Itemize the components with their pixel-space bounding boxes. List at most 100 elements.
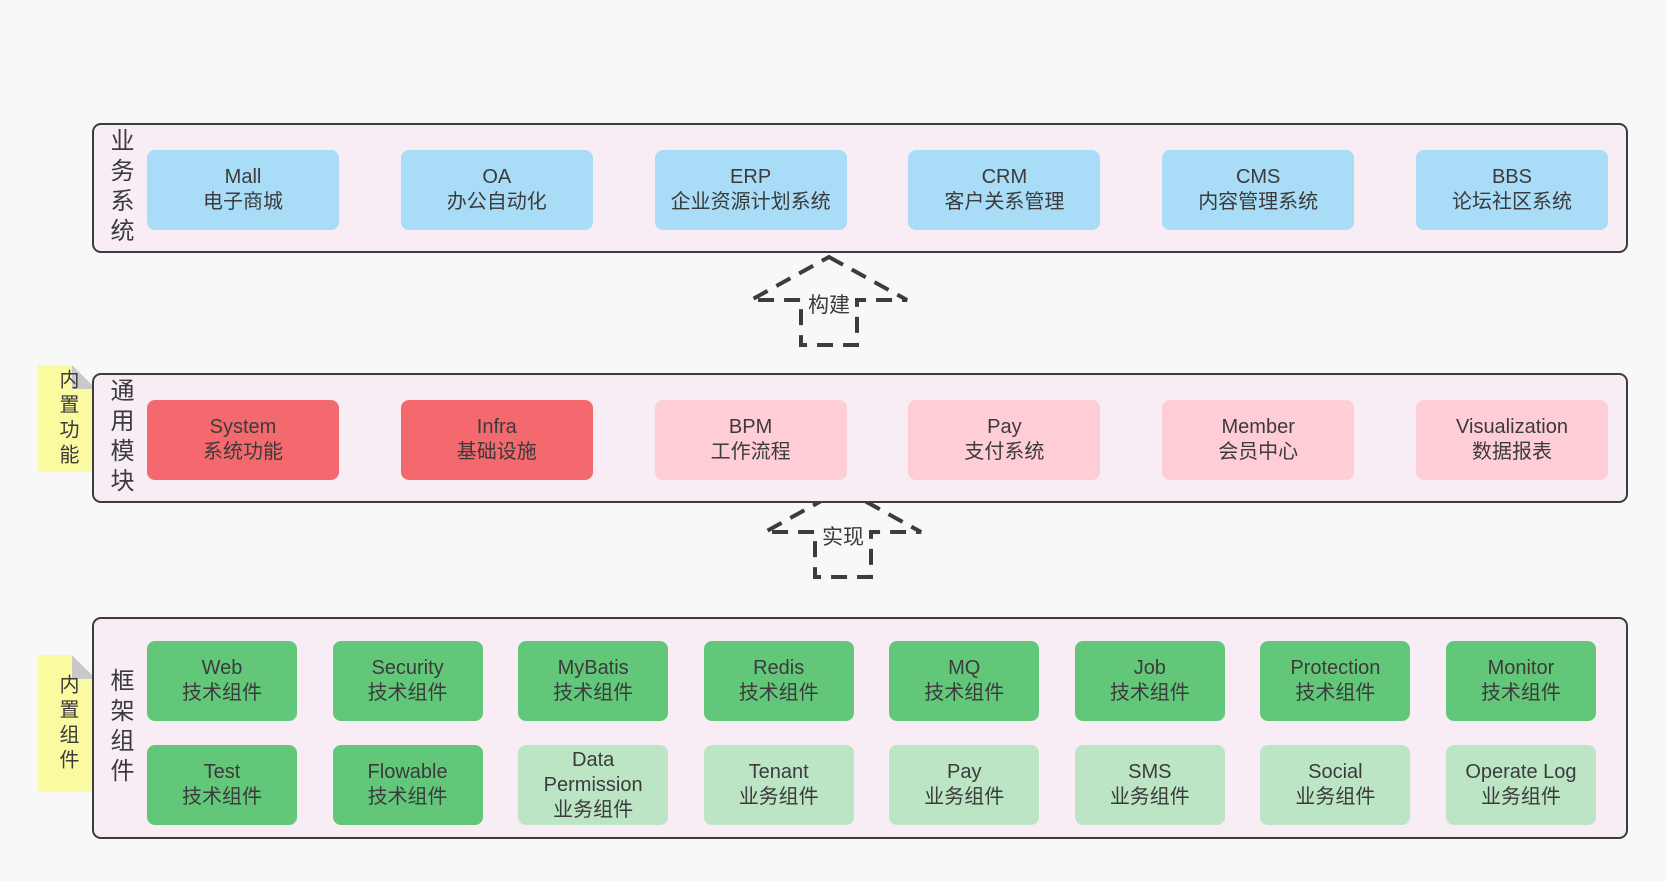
box-title: CMS: [1235, 166, 1281, 188]
box-subtitle: 业务组件: [1295, 786, 1376, 808]
panel-label-business-systems: 业务系统: [106, 128, 133, 248]
diagram-box-member: Member 会员中心: [1162, 400, 1355, 480]
diagram-box-bbs: BBS 论坛社区系统: [1415, 150, 1608, 230]
box-subtitle: 业务组件: [553, 798, 634, 821]
box-subtitle: 技术组件: [182, 682, 262, 704]
box-subtitle: 业务组件: [924, 786, 1005, 808]
box-title: Visualization: [1456, 416, 1568, 438]
sticky-note-built-in-features: 内置功能: [38, 365, 96, 472]
box-subtitle: 企业资源计划系统: [670, 191, 831, 213]
box-title: Social: [1308, 761, 1363, 783]
box-title: SMS: [1128, 761, 1172, 783]
box-subtitle: 技术组件: [738, 682, 819, 704]
business-systems-row: Mall 电子商城 OA 办公自动化 ERP 企业资源计划系统 CRM 客户关系管理 CMS 内容…: [147, 150, 1608, 230]
box-subtitle: 基础设施: [456, 441, 537, 463]
diagram-box-tenant: Tenant 业务组件: [703, 745, 854, 825]
box-subtitle: 技术组件: [367, 682, 448, 704]
sticky-note-built-in-components: 内置组件: [38, 655, 96, 792]
box-title: Pay: [947, 761, 982, 783]
diagram-box-infra: Infra 基础设施: [400, 400, 593, 480]
diagram-box-crm: CRM 客户关系管理: [908, 150, 1101, 230]
diagram-box-erp: ERP 企业资源计划系统: [654, 150, 847, 230]
box-title: BBS: [1491, 166, 1532, 188]
box-subtitle: 技术组件: [367, 786, 448, 808]
diagram-box-pay: Pay 支付系统: [908, 400, 1101, 480]
box-subtitle: 技术组件: [924, 682, 1005, 704]
diagram-box-test: Test 技术组件: [147, 745, 297, 825]
box-title: Member: [1221, 416, 1295, 438]
diagram-box-security: Security 技术组件: [332, 641, 483, 721]
diagram-box-redis: Redis 技术组件: [703, 641, 854, 721]
box-title: CRM: [981, 166, 1028, 188]
implement-arrow-label: 实现: [822, 526, 864, 549]
diagram-box-oa: OA 办公自动化: [400, 150, 593, 230]
box-subtitle: 业务组件: [1109, 786, 1190, 808]
box-subtitle: 技术组件: [1295, 682, 1376, 704]
diagram-box-operate-log: Operate Log 业务组件: [1445, 745, 1596, 825]
box-subtitle: 内容管理系统: [1198, 191, 1319, 213]
box-title: Tenant: [748, 761, 809, 783]
box-subtitle: 支付系统: [964, 441, 1045, 463]
build-arrow-icon: 构建: [747, 254, 911, 348]
diagram-box-pay: Pay 业务组件: [889, 745, 1040, 825]
sticky-note-label: 内置组件: [56, 673, 78, 774]
box-title: Redis: [753, 657, 805, 679]
business-systems-panel: 业务系统 Mall 电子商城 OA 办公自动化 ERP 企业资源计划系统 CRM 客户关系管理…: [92, 123, 1628, 253]
diagram-box-sms: SMS 业务组件: [1074, 745, 1225, 825]
box-title: Protection: [1290, 657, 1381, 679]
box-title: Infra: [476, 416, 517, 438]
box-subtitle: 业务组件: [738, 786, 819, 808]
box-subtitle: 技术组件: [1480, 682, 1561, 704]
diagram-box-mq: MQ 技术组件: [889, 641, 1040, 721]
box-title: Pay: [987, 416, 1022, 438]
diagram-box-cms: CMS 内容管理系统: [1162, 150, 1355, 230]
box-subtitle: 会员中心: [1218, 441, 1299, 463]
box-title: Data Permission: [543, 748, 643, 796]
box-subtitle: 数据报表: [1471, 441, 1552, 463]
diagram-box-visualization: Visualization 数据报表: [1415, 400, 1608, 480]
diagram-box-bpm: BPM 工作流程: [654, 400, 847, 480]
sticky-note-label: 内置功能: [56, 368, 78, 469]
diagram-box-job: Job 技术组件: [1074, 641, 1225, 721]
box-subtitle: 技术组件: [182, 786, 262, 808]
box-title: Mall: [224, 166, 262, 188]
box-title: Operate Log: [1465, 761, 1577, 783]
diagram-box-mybatis: MyBatis 技术组件: [518, 641, 669, 721]
box-title: MQ: [948, 657, 981, 679]
box-title: System: [209, 416, 277, 438]
box-title: Security: [371, 657, 444, 679]
diagram-box-monitor: Monitor 技术组件: [1445, 641, 1596, 721]
box-title: Web: [201, 657, 243, 679]
box-title: ERP: [730, 166, 772, 188]
diagram-box-mall: Mall 电子商城: [147, 150, 339, 230]
box-subtitle: 客户关系管理: [944, 191, 1065, 213]
box-subtitle: 工作流程: [710, 441, 791, 463]
diagram-box-web: Web 技术组件: [147, 641, 297, 721]
box-title: Job: [1133, 657, 1166, 679]
box-title: Monitor: [1487, 657, 1555, 679]
diagram-box-flowable: Flowable 技术组件: [332, 745, 483, 825]
box-subtitle: 技术组件: [1109, 682, 1190, 704]
implement-arrow-icon: 实现: [761, 486, 925, 580]
box-title: Test: [203, 761, 241, 783]
box-title: OA: [482, 166, 512, 188]
box-subtitle: 电子商城: [203, 191, 283, 213]
diagram-box-protection: Protection 技术组件: [1260, 641, 1411, 721]
box-subtitle: 论坛社区系统: [1451, 191, 1572, 213]
box-subtitle: 技术组件: [553, 682, 634, 704]
box-title: BPM: [728, 416, 773, 438]
box-title: MyBatis: [557, 657, 629, 679]
box-subtitle: 办公自动化: [446, 191, 547, 213]
box-subtitle: 业务组件: [1480, 786, 1561, 808]
box-title: Flowable: [367, 761, 448, 783]
diagram-box-social: Social 业务组件: [1260, 745, 1411, 825]
build-arrow-label: 构建: [808, 294, 850, 317]
